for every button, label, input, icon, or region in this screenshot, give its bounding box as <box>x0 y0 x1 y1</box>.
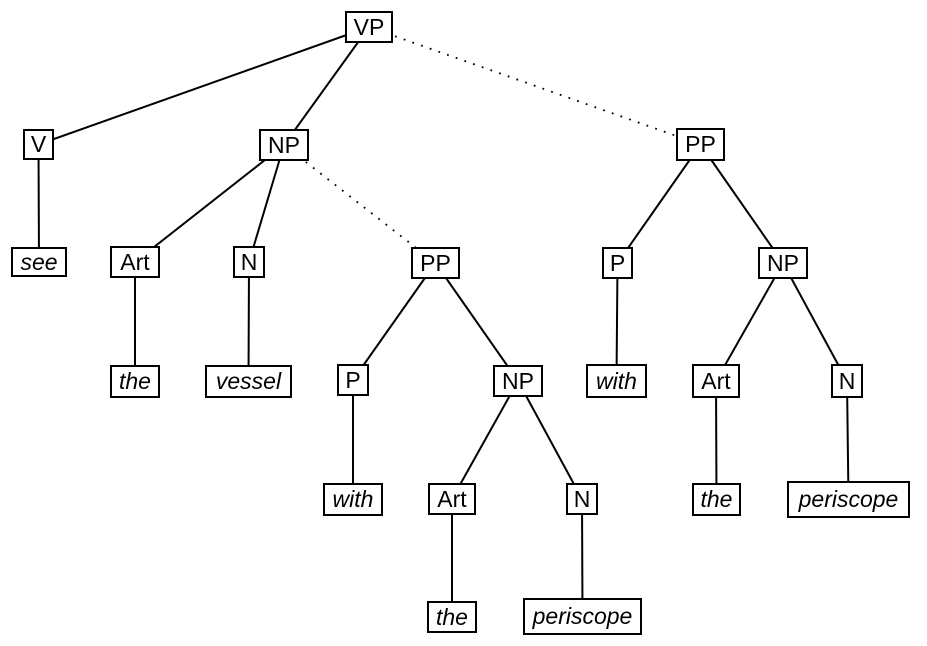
node-vp-root: VP <box>345 11 393 43</box>
tree-edge-pp_high-np_high <box>699 143 784 264</box>
node-np-high: NP <box>758 247 808 279</box>
node-p-low: P <box>337 364 369 396</box>
tree-edge-n_high-periscope_high <box>846 380 850 500</box>
node-n-vessel: N <box>233 246 265 278</box>
tree-edge-np_low-n_low <box>517 380 583 500</box>
node-v: V <box>23 129 54 160</box>
node-np-object: NP <box>259 129 309 161</box>
tree-edge-np_high-n_high <box>782 262 848 382</box>
word-with-high: with <box>586 364 647 398</box>
tree-edge-n_low-periscope_low <box>581 498 584 617</box>
node-pp-low-attach: PP <box>411 247 460 279</box>
node-n-high: N <box>831 364 863 398</box>
node-n-low: N <box>566 483 598 515</box>
word-the-vessel: the <box>110 365 160 398</box>
tree-edge-np_high-art_high <box>715 262 784 382</box>
word-with-low: with <box>323 483 383 516</box>
word-periscope-high: periscope <box>787 481 910 518</box>
node-p-high: P <box>602 247 633 279</box>
tree-edge-np_low-art_low <box>451 380 519 500</box>
tree-edge-vp-pp_high <box>368 26 701 146</box>
tree-edge-pp_low-p_low <box>352 262 437 381</box>
tree-edge-n_vessel-vessel <box>247 261 250 382</box>
node-art-high: Art <box>692 364 740 398</box>
tree-edge-np_obj-art_vessel <box>134 144 285 263</box>
tree-edge-art_high-the_high <box>715 380 718 500</box>
tree-edge-p_high-with_high <box>615 262 619 382</box>
tree-edge-pp_low-np_low <box>434 262 519 382</box>
word-the-low: the <box>427 601 477 633</box>
word-see: see <box>11 247 67 277</box>
tree-edge-np_obj-n_vessel <box>248 144 285 263</box>
node-pp-high-attach: PP <box>676 128 725 161</box>
tree-edge-vp-v <box>38 26 370 146</box>
word-periscope-low: periscope <box>523 598 642 635</box>
word-vessel: vessel <box>205 365 292 398</box>
tree-edge-v-see <box>37 144 40 263</box>
word-the-high: the <box>692 483 741 516</box>
tree-edge-np_obj-pp_low <box>283 144 437 264</box>
node-art-vessel: Art <box>110 246 160 278</box>
node-np-low: NP <box>493 365 543 397</box>
tree-edge-vp-np_obj <box>283 26 370 146</box>
tree-edge-pp_high-p_high <box>616 143 702 264</box>
node-art-low: Art <box>428 483 476 515</box>
